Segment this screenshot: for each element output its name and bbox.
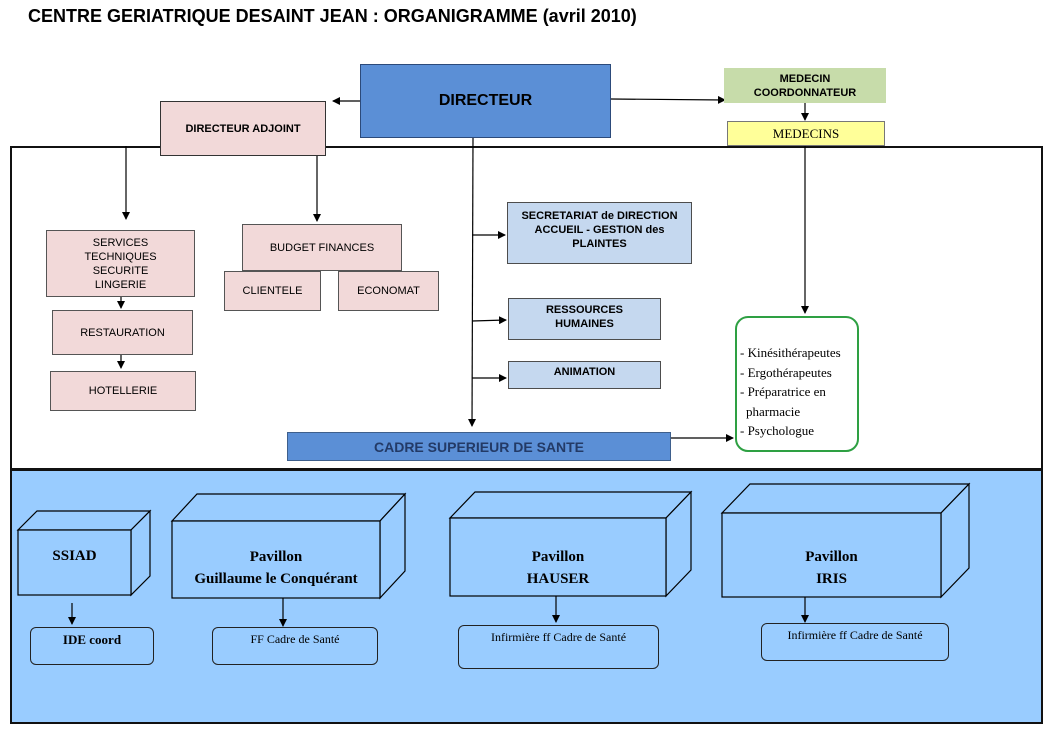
guillaume-label: Pavillon Guillaume le Conquérant <box>172 546 380 590</box>
sub-label: Infirmière ff Cadre de Santé <box>490 630 627 644</box>
medecin-coord-line2: COORDONNATEUR <box>753 86 857 99</box>
unit-line1: Pavillon <box>805 549 858 565</box>
medecin-coord-line1: MEDECIN <box>779 72 831 85</box>
restauration-label: RESTAURATION <box>80 326 165 339</box>
unit-line1: SSIAD <box>52 548 97 564</box>
guillaume-cube <box>170 492 407 600</box>
sub-label: IDE coord <box>62 632 122 647</box>
staff-item: - Kinésithérapeutes <box>740 345 841 360</box>
services-line: SECURITE <box>92 264 149 277</box>
services-techniques-box: SERVICES TECHNIQUES SECURITE LINGERIE <box>46 230 195 297</box>
sub-label: FF Cadre de Santé <box>250 632 340 646</box>
unit-line2: IRIS <box>816 571 847 587</box>
medecins-box: MEDECINS <box>727 121 885 146</box>
secretariat-line: SECRETARIAT de DIRECTION <box>521 210 678 222</box>
directeur-adjoint-label: DIRECTEUR ADJOINT <box>185 122 301 135</box>
unit-line2: Guillaume le Conquérant <box>194 571 358 587</box>
director-trunk <box>468 137 477 427</box>
unit-line1: Pavillon <box>249 549 303 565</box>
services-line: LINGERIE <box>94 278 147 291</box>
staff-item: pharmacie <box>746 403 801 419</box>
staff-item: - Ergothérapeutes <box>740 364 832 380</box>
iris-cube <box>720 482 971 599</box>
economat-label: ECONOMAT <box>357 285 420 297</box>
ssiad-sub-box: IDE coord <box>30 627 154 665</box>
secretariat-line: PLAINTES <box>572 238 627 250</box>
ressources-humaines-box: RESSOURCES HUMAINES <box>508 298 661 340</box>
animation-label: ANIMATION <box>553 366 616 378</box>
paramedical-staff-box: - Kinésithérapeutes - Ergothérapeutes - … <box>735 316 859 452</box>
clientele-box: CLIENTELE <box>224 271 321 311</box>
economat-box: ECONOMAT <box>338 271 439 311</box>
unit-line1: Pavillon <box>531 549 585 565</box>
guillaume-sub-box: FF Cadre de Santé <box>212 627 378 665</box>
hotellerie-label: HOTELLERIE <box>88 385 158 397</box>
services-line: TECHNIQUES <box>84 250 157 263</box>
medecins-label: MEDECINS <box>772 125 840 141</box>
hauser-sub-box: Infirmière ff Cadre de Santé <box>458 625 659 669</box>
arrow-director-to-medecin-coord <box>610 95 726 104</box>
secretariat-box: SECRETARIAT de DIRECTION ACCUEIL - GESTI… <box>507 202 692 264</box>
budget-finances-label: BUDGET FINANCES <box>269 241 375 254</box>
unit-line2: HAUSER <box>526 571 590 587</box>
cadre-superieur-box: CADRE SUPERIEUR DE SANTE <box>287 432 671 461</box>
secretariat-line: ACCUEIL - GESTION des <box>534 224 665 236</box>
medecin-coordonnateur-box: MEDECIN COORDONNATEUR <box>724 68 886 103</box>
budget-finances-box: BUDGET FINANCES <box>242 224 402 271</box>
ssiad-cube <box>16 509 152 597</box>
staff-item: - Psychologue <box>740 423 815 438</box>
directeur-box: DIRECTEUR <box>360 64 611 138</box>
rh-line: HUMAINES <box>555 318 614 330</box>
sub-label: Infirmière ff Cadre de Santé <box>787 628 923 642</box>
clientele-label: CLIENTELE <box>242 285 303 297</box>
hotellerie-box: HOTELLERIE <box>50 371 196 411</box>
directeur-label: DIRECTEUR <box>438 92 533 109</box>
rh-line: RESSOURCES <box>545 304 624 316</box>
services-line: SERVICES <box>92 236 149 249</box>
animation-box: ANIMATION <box>508 361 661 389</box>
staff-item: - Préparatrice en <box>740 384 826 399</box>
directeur-adjoint-box: DIRECTEUR ADJOINT <box>160 101 326 156</box>
restauration-box: RESTAURATION <box>52 310 193 355</box>
cadre-superieur-label: CADRE SUPERIEUR DE SANTE <box>373 438 585 455</box>
iris-label: Pavillon IRIS <box>722 546 941 590</box>
hauser-label: Pavillon HAUSER <box>450 546 666 590</box>
page-title: CENTRE GERIATRIQUE DESAINT JEAN : ORGANI… <box>28 6 637 26</box>
iris-sub-box: Infirmière ff Cadre de Santé <box>761 623 949 661</box>
ssiad-label: SSIAD <box>18 545 131 567</box>
hauser-cube <box>448 490 693 598</box>
arrow-trunk-to-rh <box>471 316 507 325</box>
